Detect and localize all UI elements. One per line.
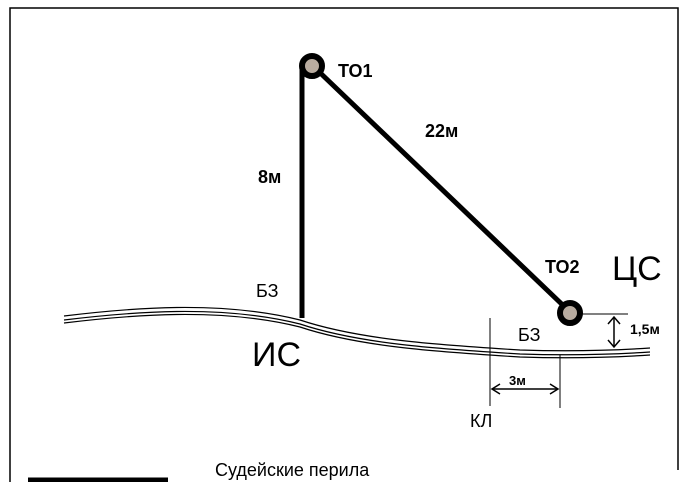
label-bz-left: БЗ <box>256 281 279 301</box>
label-22m: 22м <box>425 121 459 141</box>
label-is: ИС <box>252 336 301 374</box>
label-1-5m: 1,5м <box>630 321 660 337</box>
label-to2: ТО2 <box>545 257 580 277</box>
legend-judge-rails: Судейские перила <box>215 460 370 480</box>
label-3m: 3м <box>509 373 526 388</box>
to2-node <box>557 300 583 326</box>
label-bz-right: БЗ <box>518 325 541 345</box>
dimension-arrow-3m <box>490 383 560 395</box>
height-arrow-1-5m <box>607 315 621 349</box>
frame-border <box>9 7 679 482</box>
label-to1: ТО1 <box>338 61 373 81</box>
label-kl: КЛ <box>470 411 493 431</box>
diagonal-rope-22m <box>311 64 572 314</box>
to1-node <box>299 53 325 79</box>
terrain-line <box>63 306 651 359</box>
label-8m: 8м <box>258 167 282 187</box>
label-cs: ЦС <box>612 250 662 288</box>
